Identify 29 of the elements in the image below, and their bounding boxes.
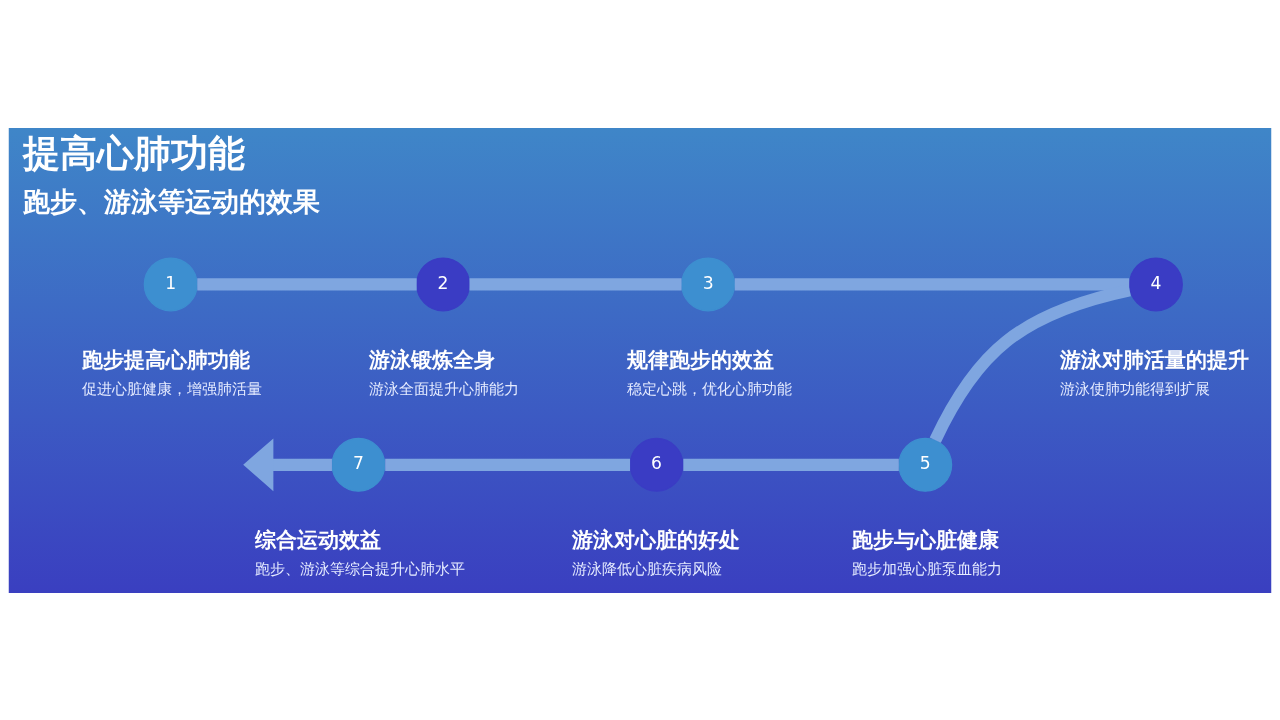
connector [197, 277, 417, 291]
node-label: 游泳对肺活量的提升 [1060, 347, 1250, 372]
node-circle: 6 [629, 437, 684, 492]
node-label: 跑步与心脏健康 [851, 527, 999, 552]
arrow [243, 437, 332, 491]
node-label: 规律跑步的效益 [627, 347, 775, 372]
node-label: 跑步加强心脏泵血能力 [851, 559, 1002, 577]
node-label: 游泳全面提升心肺能力 [369, 379, 520, 397]
node-circle: 4 [1128, 256, 1183, 311]
connector [385, 458, 631, 471]
node-label: 游泳对心脏的好处 [571, 527, 740, 552]
diagram-title: 提高心肺功能 [23, 131, 246, 175]
node-label: 游泳锻炼全身 [369, 347, 496, 372]
connector [469, 277, 682, 291]
node-label: 游泳降低心脏疾病风险 [571, 559, 722, 577]
connector [683, 458, 899, 471]
node-label: 游泳使肺功能得到扩展 [1060, 379, 1211, 397]
node-circle: 5 [898, 437, 953, 492]
label: 跑步、游泳等运动的效果 [23, 185, 321, 217]
node-label: 综合运动效益 [255, 527, 382, 552]
node-circle: 7 [331, 437, 386, 492]
node-circle: 2 [416, 256, 471, 311]
node-label: 促进心脏健康，增强肺活量 [82, 379, 263, 397]
node-label: 跑步、游泳等综合提升心肺水平 [255, 559, 466, 577]
node-circle: 3 [681, 256, 736, 311]
node-label: 跑步提高心肺功能 [82, 347, 251, 372]
connector [734, 277, 1130, 291]
node-circle: 1 [143, 256, 198, 311]
node-label: 稳定心跳，优化心肺功能 [627, 379, 793, 397]
